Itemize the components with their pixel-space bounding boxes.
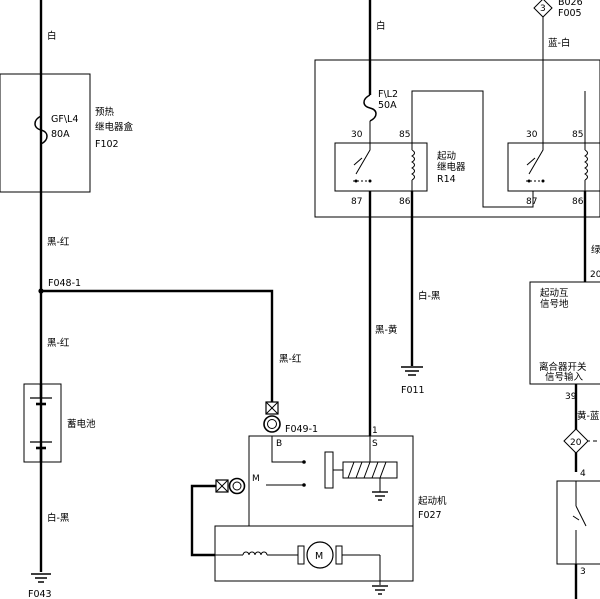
- battery-box: [23, 383, 62, 463]
- connector-top-num: 3: [540, 4, 546, 14]
- clutch-switch-icon: [572, 481, 587, 564]
- right-relay-box: [507, 142, 600, 192]
- module-pin-top: 20: [590, 270, 600, 280]
- right-module-box: [529, 281, 600, 385]
- fuse-gf-l4-icon: [34, 115, 48, 145]
- right-module-line1: 起动互: [540, 288, 569, 299]
- connector-diamond-lower-icon: [563, 428, 589, 454]
- left-mid2-wire-color: 黑-红: [47, 337, 70, 349]
- right-relay-pin-85: 85: [572, 130, 583, 140]
- starter-pin-s: S: [372, 439, 378, 449]
- right-lower-wire-color: 黄-蓝: [577, 410, 600, 422]
- starter-pin-m: M: [252, 474, 260, 484]
- preheat-box-line2: 继电器盒: [95, 121, 134, 133]
- relay-module-box: [314, 59, 600, 218]
- right-relay-pin-30: 30: [526, 130, 538, 140]
- connector-diamond-top-icon: [533, 0, 553, 18]
- fuse-f-l2-rating: 50A: [378, 100, 397, 111]
- right-module-line3: 离合器开关: [539, 361, 587, 373]
- connector-top-code: B026: [558, 0, 583, 8]
- connector-f048-label: F048-1: [48, 278, 81, 289]
- switch-pin-bottom: 3: [580, 567, 586, 577]
- start-relay-line2: 继电器: [437, 161, 466, 173]
- clutch-switch-box: [556, 480, 600, 565]
- relay-pin-30: 30: [351, 130, 363, 140]
- svg-text:M: M: [315, 551, 323, 562]
- m-terminal-loop-wire: [190, 484, 216, 557]
- ring-terminal-f049-icon: [263, 401, 281, 433]
- right-relay-pin-86: 86: [572, 197, 584, 207]
- center-top-wire-color: 白: [376, 20, 386, 32]
- ground-f011-label: F011: [401, 385, 425, 396]
- right-top-wire-color: 蓝-白: [548, 37, 570, 49]
- right-side-wire-color: 绿: [591, 244, 600, 256]
- right-module-line4: 信号输入: [545, 371, 584, 383]
- battery-label: 蓄电池: [67, 418, 96, 430]
- motor-icon: M: [215, 541, 388, 595]
- start-relay-code: R14: [437, 174, 456, 185]
- connector-diamond-lower: 20: [570, 438, 582, 448]
- relay-pin-86: 86: [399, 197, 411, 207]
- preheat-box-code: F102: [95, 139, 119, 150]
- switch-pin-top: 4: [580, 469, 586, 479]
- starter-pin-1: 1: [372, 426, 378, 436]
- starter-pin-b: B: [276, 439, 282, 449]
- right-module-line2: 信号地: [540, 298, 569, 310]
- relay-85-link-wire: [411, 90, 534, 208]
- fuse-gf-l4-name: GF\L4: [51, 114, 78, 125]
- ground-f043-icon: [31, 573, 51, 583]
- relay86-wire-color: 白-黑: [418, 290, 441, 302]
- connector-top-conn: F005: [558, 8, 582, 19]
- starter-label: 起动机: [418, 495, 447, 507]
- preheat-relay-box: [0, 73, 91, 193]
- relay-pin-85: 85: [399, 130, 410, 140]
- solenoid-coil-icon: [342, 436, 398, 501]
- connector-f049-label: F049-1: [285, 424, 318, 435]
- right-relay-pin-87: 87: [526, 197, 537, 207]
- ground-f011-icon: [401, 366, 423, 376]
- right-relay-switch-icon: [526, 143, 546, 183]
- start-relay-box: [334, 142, 428, 192]
- module-pin-bottom: 39: [565, 392, 577, 402]
- fuse-f-l2-icon: [363, 94, 377, 122]
- start-relay-switch-icon: [353, 143, 373, 183]
- starter-code: F027: [418, 510, 442, 521]
- relay-pin-87: 87: [351, 197, 362, 207]
- left-bottom-wire-color: 白-黑: [47, 512, 70, 524]
- to-f049-wire-color: 黑-红: [279, 353, 302, 365]
- starter-motor-box: [214, 525, 414, 582]
- starter-contacts-icon: [266, 436, 345, 489]
- start-relay-coil-icon: [411, 143, 415, 191]
- fuse-f-l2-name: F\L2: [378, 89, 398, 100]
- preheat-box-line1: 预热: [95, 106, 115, 118]
- left-top-wire-color: 白: [47, 30, 57, 42]
- left-mid-wire-color: 黑-红: [47, 236, 70, 248]
- fuse-gf-l4-rating: 80A: [51, 129, 70, 140]
- right-relay-coil-icon: [584, 143, 588, 191]
- ring-terminal-m-icon: [215, 477, 246, 495]
- relay87-wire-color: 黑-黄: [375, 324, 397, 336]
- start-relay-line1: 起动: [437, 151, 456, 162]
- battery-icon: [30, 384, 52, 462]
- wire-to-f049: [41, 289, 274, 402]
- ground-f043-label: F043: [28, 589, 52, 599]
